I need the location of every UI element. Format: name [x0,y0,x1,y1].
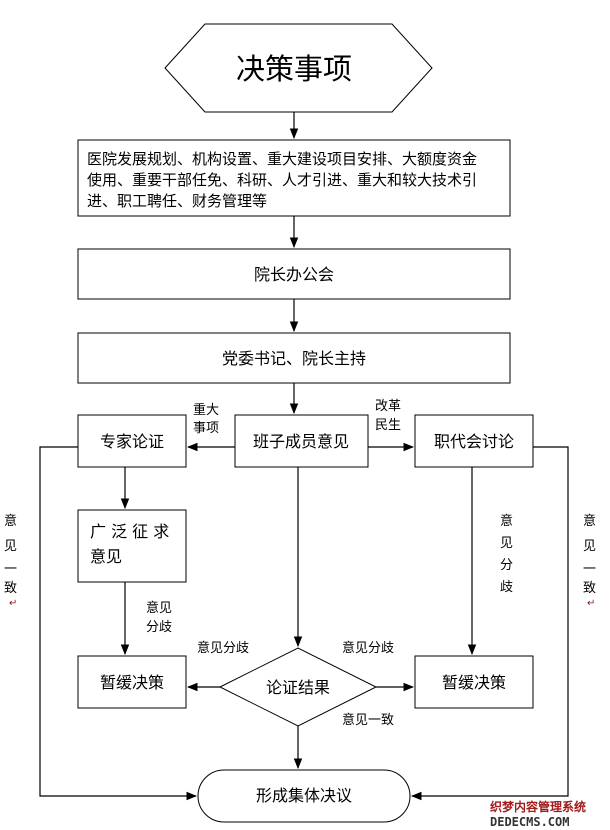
label-agree-left: 意 见 一 致 ↵ [4,513,17,609]
label-diverge-a-2: 分歧 [146,620,172,635]
collective-resolution-node: 形成集体决议 [197,769,411,823]
party-chair-box: 党委书记、院长主持 [77,332,511,384]
label-diverge-left: 意见分歧 [197,640,249,656]
scope-line-2: 使用、重要干部任免、科研、人才引进、重大和较大技术引 [87,171,477,189]
broad-consult-line-2: 意见 [90,547,122,566]
label-diverge-b-1: 意 [500,513,513,529]
worker-congress-box: 职代会讨论 [414,414,534,468]
postpone-left-label: 暂缓决策 [100,673,164,692]
label-diverge-right: 意见分歧 [342,640,394,656]
collective-resolution-label: 形成集体决议 [256,786,352,805]
label-agree-left-2: 见 [4,539,17,554]
expert-review-box: 专家论证 [77,414,187,468]
review-result-diamond: 论证结果 [218,647,378,727]
party-chair-label: 党委书记、院长主持 [222,349,366,368]
label-agree-right-2: 见 [583,539,596,554]
broad-consult-line-1: 广 泛 征 求 [90,522,169,541]
leadership-opinion-label: 班子成员意见 [253,432,349,451]
postpone-left-box: 暂缓决策 [77,655,187,709]
scope-line-1: 医院发展规划、机构设置、重大建设项目安排、大额度资金 [87,150,477,168]
label-major-items: 重大 事项 [193,402,219,436]
label-reform-2: 民生 [375,418,401,433]
label-diverge-congress: 意 见 分 歧 [500,513,513,595]
label-agree-left-3: 一 [4,562,17,577]
leadership-opinion-box: 班子成员意见 [234,414,369,468]
broad-consult-box: 广 泛 征 求 意见 [77,509,187,583]
label-reform-livelihood: 改革 民生 [375,399,401,433]
label-agree-left-4: 致 [4,581,17,596]
edge-congress-to-collective [410,446,569,801]
label-agree-bottom: 意见一致 [342,712,394,728]
label-diverge-b-3: 分 [500,558,513,573]
president-office-box: 院长办公会 [77,248,511,300]
decision-scope-box: 医院发展规划、机构设置、重大建设项目安排、大额度资金 使用、重要干部任免、科研、… [77,139,511,217]
postpone-right-box: 暂缓决策 [414,655,534,709]
label-diverge-b-4: 歧 [500,580,513,595]
watermark: 织梦内容管理系统 DEDECMS.COM [490,799,586,829]
label-agree-right-3: 一 [583,562,596,577]
label-agree-right: 意 见 一 致 ↵ [583,513,596,609]
label-agree-right-4: 致 [583,581,596,596]
label-diverge-consult: 意见 分歧 [146,600,172,635]
edge-expert-to-collective [39,446,198,801]
president-office-label: 院长办公会 [254,265,334,284]
start-node: 决策事项 [164,23,433,113]
watermark-line-1: 织梦内容管理系统 [490,799,586,814]
scope-line-3: 进、职工聘任、财务管理等 [87,192,267,210]
label-diverge-b-2: 见 [500,536,513,551]
start-label: 决策事项 [236,52,352,86]
label-diverge-a-1: 意见 [146,600,172,616]
worker-congress-label: 职代会讨论 [434,432,514,451]
watermark-line-2: DEDECMS.COM [490,815,569,829]
label-reform-1: 改革 [375,399,401,414]
label-agree-left-1: 意 [4,513,17,529]
expert-review-label: 专家论证 [100,432,164,451]
edit-mark-right: ↵ [587,598,595,609]
postpone-right-label: 暂缓决策 [442,673,506,692]
label-major-items-2: 事项 [193,421,219,436]
edit-mark-left: ↵ [9,598,17,609]
label-agree-right-1: 意 [583,513,596,529]
review-result-label: 论证结果 [266,678,330,697]
label-major-items-1: 重大 [193,402,219,418]
